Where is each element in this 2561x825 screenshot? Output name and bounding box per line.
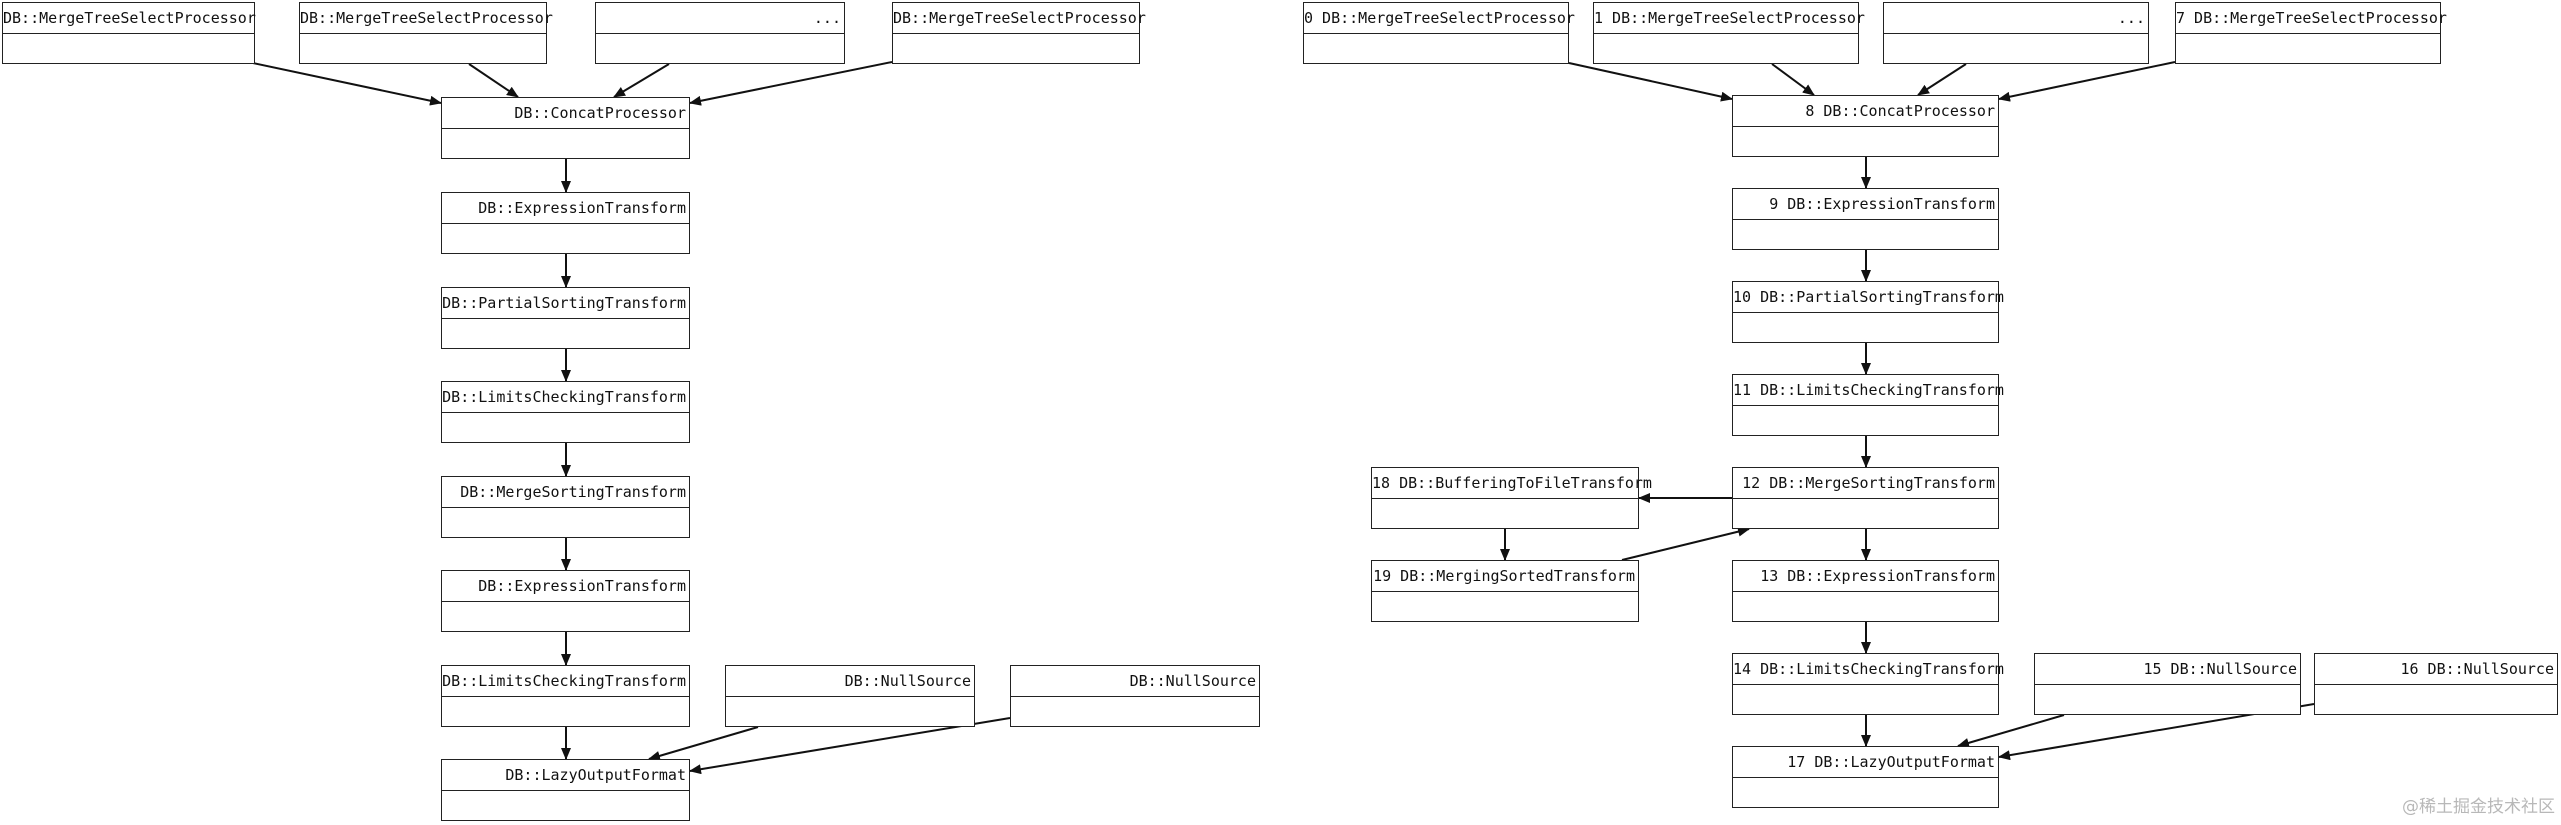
processor-node: 1 DB::MergeTreeSelectProcessor: [1593, 2, 1865, 64]
processor-node-label: 1 DB::MergeTreeSelectProcessor: [1594, 3, 1865, 34]
processor-node-label: DB::LimitsCheckingTransform: [442, 382, 689, 413]
watermark: @稀土掘金技术社区: [2402, 797, 2555, 817]
processor-node-label: 7 DB::MergeTreeSelectProcessor: [2176, 3, 2447, 34]
processor-node-label: DB::NullSource: [1011, 666, 1259, 697]
processor-node: 11 DB::LimitsCheckingTransform: [1732, 374, 2004, 436]
edge-arrow: [689, 61, 893, 106]
processor-node: 19 DB::MergingSortedTransform: [1371, 560, 1639, 622]
edge-arrow: [1621, 526, 1750, 561]
processor-node: 8 DB::ConcatProcessor: [1732, 95, 1999, 157]
processor-node-label: 18 DB::BufferingToFileTransform: [1372, 468, 1652, 499]
processor-node: DB::MergeSortingTransform: [441, 476, 690, 538]
edge-arrow: [252, 62, 442, 106]
edge-arrow: [1771, 63, 1815, 96]
processor-node: 16 DB::NullSource: [2314, 653, 2558, 715]
processor-node: DB::LimitsCheckingTransform: [441, 381, 690, 443]
processor-node: ...: [1883, 2, 2149, 64]
processor-node: DB::LimitsCheckingTransform: [441, 665, 690, 727]
edge-arrow: [1568, 62, 1733, 102]
processor-node: DB::MergeTreeSelectProcessor: [299, 2, 553, 64]
processor-node-label: 12 DB::MergeSortingTransform: [1733, 468, 1998, 499]
processor-node-label: DB::MergeTreeSelectProcessor: [300, 3, 553, 34]
processor-node: DB::ConcatProcessor: [441, 97, 690, 159]
edge-arrow: [648, 726, 759, 761]
processor-node-label: 9 DB::ExpressionTransform: [1733, 189, 1998, 220]
processor-node: DB::MergeTreeSelectProcessor: [892, 2, 1146, 64]
processor-node-label: DB::ExpressionTransform: [442, 193, 689, 224]
edge-arrow: [468, 63, 519, 98]
processor-node: DB::ExpressionTransform: [441, 570, 690, 632]
processor-node: DB::MergeTreeSelectProcessor: [2, 2, 256, 64]
edge-arrow: [1998, 61, 2176, 102]
processor-node-label: 10 DB::PartialSortingTransform: [1733, 282, 2004, 313]
processor-node: 13 DB::ExpressionTransform: [1732, 560, 1999, 622]
processor-node-label: DB::PartialSortingTransform: [442, 288, 689, 319]
edge-arrow: [1917, 63, 1967, 96]
processor-node: DB::ExpressionTransform: [441, 192, 690, 254]
processor-node-label: DB::ExpressionTransform: [442, 571, 689, 602]
processor-node: 15 DB::NullSource: [2034, 653, 2301, 715]
processor-node: 9 DB::ExpressionTransform: [1732, 188, 1999, 250]
processor-node-label: 14 DB::LimitsCheckingTransform: [1733, 654, 2004, 685]
processor-node-label: DB::MergeTreeSelectProcessor: [3, 3, 256, 34]
processor-node: DB::NullSource: [725, 665, 975, 727]
processor-node-label: ...: [1884, 3, 2148, 34]
edge-arrow: [1957, 714, 2065, 748]
processor-node-label: 19 DB::MergingSortedTransform: [1372, 561, 1638, 592]
processor-node-label: DB::NullSource: [726, 666, 974, 697]
processor-node: ...: [595, 2, 845, 64]
processor-node: 12 DB::MergeSortingTransform: [1732, 467, 1999, 529]
processor-node: 18 DB::BufferingToFileTransform: [1371, 467, 1652, 529]
processor-node: DB::PartialSortingTransform: [441, 287, 690, 349]
processor-node-label: 16 DB::NullSource: [2315, 654, 2557, 685]
processor-node-label: DB::ConcatProcessor: [442, 98, 689, 129]
processor-node: 7 DB::MergeTreeSelectProcessor: [2175, 2, 2447, 64]
processor-node-label: DB::LazyOutputFormat: [442, 760, 689, 791]
processor-node: 17 DB::LazyOutputFormat: [1732, 746, 1999, 808]
processor-node-label: 8 DB::ConcatProcessor: [1733, 96, 1998, 127]
processor-node-label: 17 DB::LazyOutputFormat: [1733, 747, 1998, 778]
processor-node-label: DB::MergeTreeSelectProcessor: [893, 3, 1146, 34]
processor-node-label: 13 DB::ExpressionTransform: [1733, 561, 1998, 592]
processor-node: 10 DB::PartialSortingTransform: [1732, 281, 2004, 343]
processor-node-label: DB::MergeSortingTransform: [442, 477, 689, 508]
processor-node: 14 DB::LimitsCheckingTransform: [1732, 653, 2004, 715]
processor-node: DB::LazyOutputFormat: [441, 759, 690, 821]
edge-arrow: [613, 63, 670, 98]
processor-node: DB::NullSource: [1010, 665, 1260, 727]
processor-node-label: DB::LimitsCheckingTransform: [442, 666, 689, 697]
processor-node-label: 0 DB::MergeTreeSelectProcessor: [1304, 3, 1575, 34]
processor-node-label: 15 DB::NullSource: [2035, 654, 2300, 685]
processor-node-label: ...: [596, 3, 844, 34]
processor-node-label: 11 DB::LimitsCheckingTransform: [1733, 375, 2004, 406]
processor-node: 0 DB::MergeTreeSelectProcessor: [1303, 2, 1575, 64]
